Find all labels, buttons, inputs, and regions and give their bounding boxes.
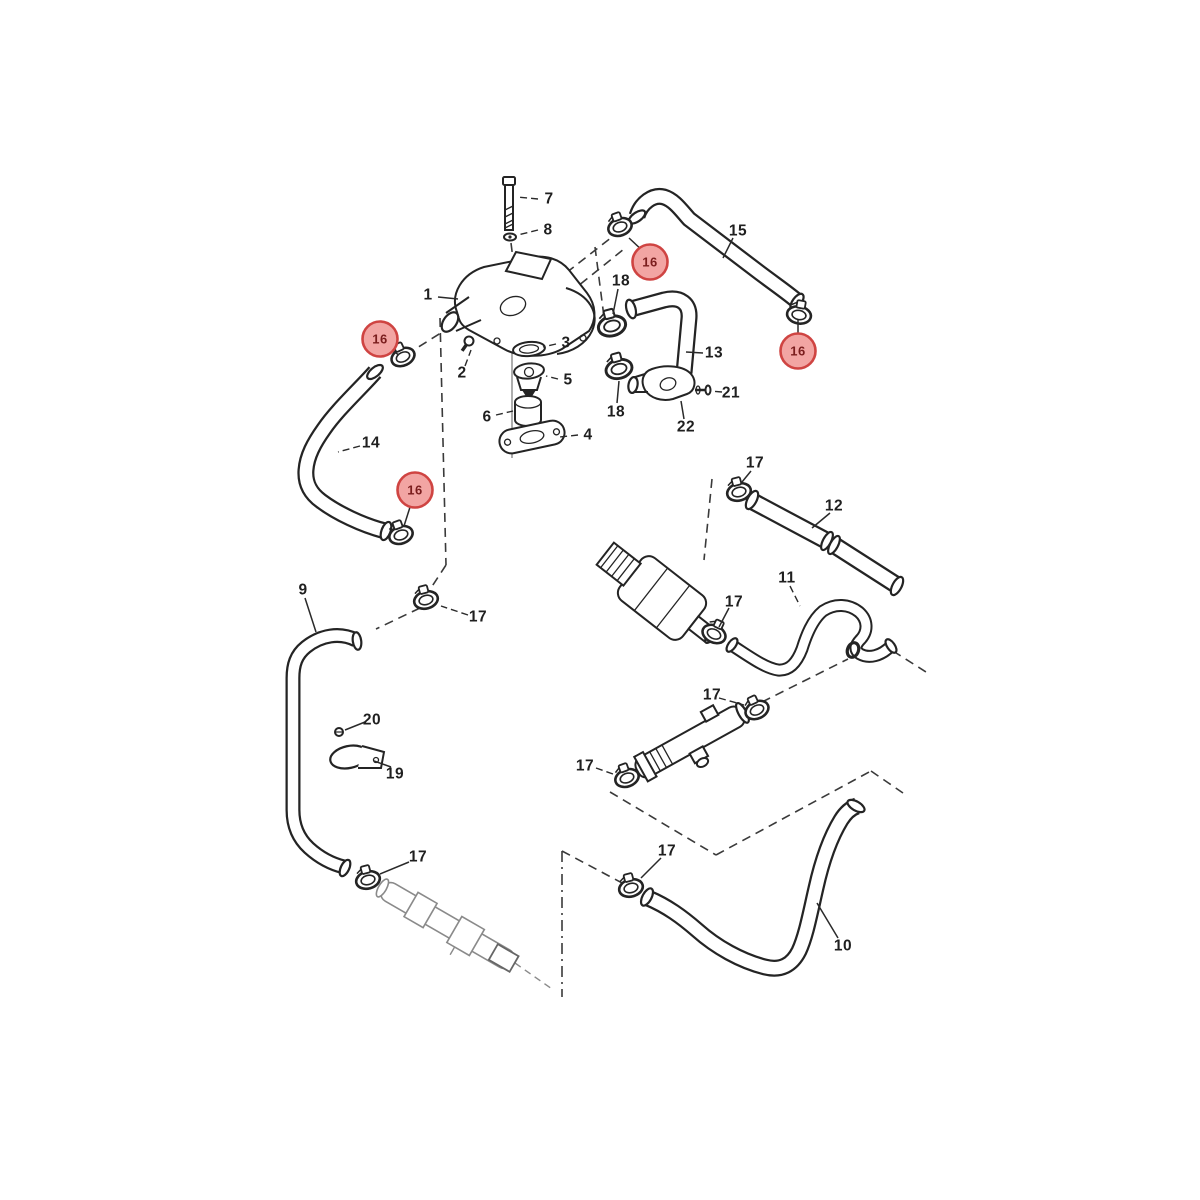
clamp-18-upper bbox=[592, 304, 630, 341]
hose-11-ring bbox=[845, 641, 861, 659]
callout-label-11: 11 bbox=[778, 570, 795, 587]
callout-label-17: 17 bbox=[746, 455, 764, 472]
callout-label-18: 18 bbox=[607, 404, 625, 421]
callout-label-17: 17 bbox=[703, 687, 721, 704]
callout-label-2: 2 bbox=[457, 365, 466, 382]
callout-label-18: 18 bbox=[612, 273, 630, 290]
callout-label-17: 17 bbox=[658, 843, 676, 860]
callout-label-19: 19 bbox=[386, 766, 404, 783]
highlighted-callout-16[interactable]: 16 bbox=[631, 243, 669, 281]
sleeve-6 bbox=[514, 395, 542, 427]
elbow-fitting-22 bbox=[627, 365, 696, 401]
highlighted-callout-16[interactable]: 16 bbox=[361, 320, 399, 358]
bolt-2 bbox=[460, 335, 475, 352]
clamp-18-lower bbox=[600, 348, 636, 383]
clamp-16-hose15-left bbox=[602, 207, 636, 241]
hose-12 bbox=[744, 489, 905, 597]
svg-text:16: 16 bbox=[642, 255, 657, 270]
callout-label-8: 8 bbox=[543, 222, 552, 239]
screw-21 bbox=[695, 384, 712, 396]
callout-label-10: 10 bbox=[834, 938, 852, 955]
hose-14 bbox=[297, 363, 393, 542]
callout-label-17: 17 bbox=[409, 849, 427, 866]
faint-engine-tube-assembly bbox=[375, 878, 520, 974]
svg-text:16: 16 bbox=[407, 483, 422, 498]
highlighted-callout-16[interactable]: 16 bbox=[779, 332, 817, 370]
svg-text:16: 16 bbox=[372, 332, 387, 347]
callout-label-6: 6 bbox=[482, 409, 491, 426]
callout-label-17: 17 bbox=[469, 609, 487, 626]
construction-lines bbox=[375, 236, 927, 997]
screw-20 bbox=[334, 727, 344, 737]
callout-label-1: 1 bbox=[423, 287, 432, 304]
inline-fitting bbox=[632, 701, 750, 783]
callout-label-15: 15 bbox=[729, 223, 747, 240]
washer-8 bbox=[503, 232, 517, 242]
callout-label-3: 3 bbox=[561, 335, 570, 352]
callout-label-20: 20 bbox=[363, 712, 381, 729]
hose-10 bbox=[639, 797, 866, 977]
leader-lines bbox=[304, 196, 839, 939]
bolt-7 bbox=[502, 176, 516, 231]
callout-label-17: 17 bbox=[576, 758, 594, 775]
clamp-17-a bbox=[409, 581, 442, 613]
gasket-4 bbox=[498, 419, 566, 455]
hose-15 bbox=[627, 187, 805, 312]
callout-label-12: 12 bbox=[825, 498, 843, 515]
clamp-17-g bbox=[614, 869, 647, 901]
callout-label-14: 14 bbox=[362, 435, 380, 452]
hose-9 bbox=[285, 628, 363, 878]
callout-label-21: 21 bbox=[722, 385, 740, 402]
callout-label-7: 7 bbox=[544, 191, 553, 208]
clamp-17-f bbox=[351, 861, 384, 893]
callout-label-17: 17 bbox=[725, 594, 743, 611]
highlighted-callout-16[interactable]: 16 bbox=[396, 471, 434, 509]
callout-label-4: 4 bbox=[583, 427, 592, 444]
gasket-ring-3 bbox=[512, 340, 546, 358]
thermostat-housing bbox=[440, 250, 596, 357]
callout-label-9: 9 bbox=[298, 582, 307, 599]
hose-11 bbox=[725, 599, 898, 677]
hose-13 bbox=[624, 290, 698, 374]
thermostat-5 bbox=[513, 362, 545, 401]
callout-label-5: 5 bbox=[563, 372, 572, 389]
bracket-19 bbox=[329, 744, 386, 770]
callout-label-13: 13 bbox=[705, 345, 723, 362]
callout-label-22: 22 bbox=[677, 419, 695, 436]
svg-text:16: 16 bbox=[790, 344, 805, 359]
